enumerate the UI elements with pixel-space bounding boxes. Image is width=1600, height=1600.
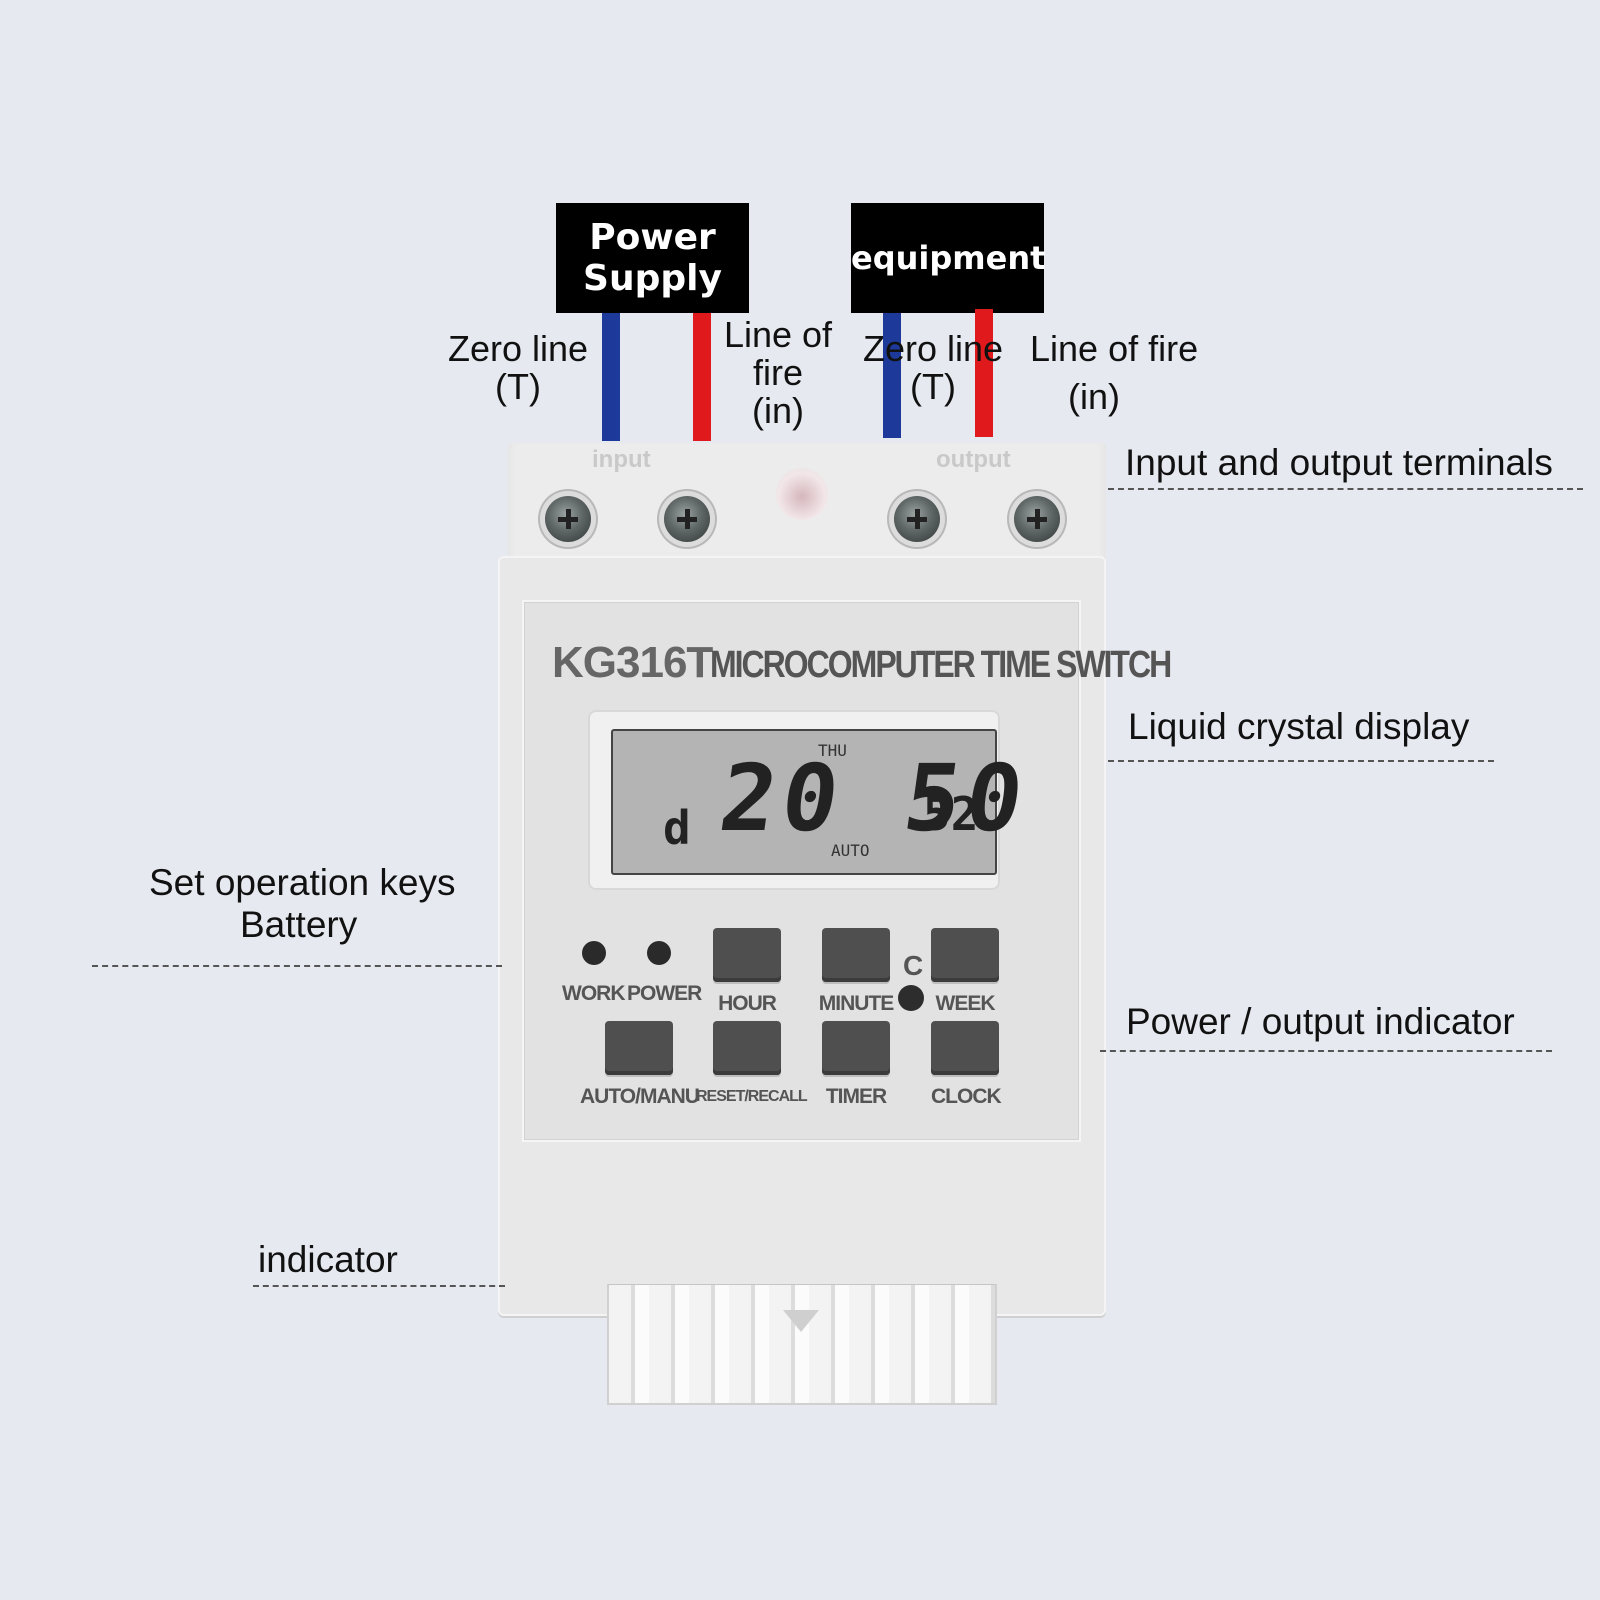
callout-terminals: Input and output terminals (1125, 442, 1553, 483)
input-fire-line-label: Line of fire (in) (723, 314, 833, 431)
auto-manu-key[interactable] (605, 1021, 673, 1075)
minute-key[interactable] (822, 928, 890, 982)
lcd-time: 20 50 (713, 745, 1036, 852)
timer-key-label: TIMER (825, 1085, 887, 1108)
output-zero-wire (883, 313, 901, 438)
auto-manu-key-label: AUTO/MANU (580, 1085, 700, 1108)
work-label: WORK (562, 982, 625, 1005)
clock-key[interactable] (931, 1021, 999, 1075)
callout-keys: Set operation keys (149, 862, 456, 903)
week-key-label: WEEK (935, 992, 996, 1015)
lcd-mode: AUTO (831, 841, 870, 860)
equipment-box: equipment (851, 203, 1046, 313)
output-fire-wire (975, 309, 993, 437)
input-zero-wire (602, 313, 620, 441)
hour-key[interactable] (713, 928, 781, 982)
callout-power-indicator-line (1100, 1050, 1552, 1052)
timer-key[interactable] (822, 1021, 890, 1075)
terminal-output-label: output (936, 446, 1011, 473)
status-led-window (776, 468, 828, 520)
terminal-input-label: input (592, 446, 651, 473)
callout-terminals-line (1108, 488, 1583, 490)
reset-recall-key-label: RESET/RECALL (696, 1088, 808, 1105)
callout-power-indicator: Power / output indicator (1126, 1001, 1515, 1042)
clear-button[interactable] (898, 985, 924, 1011)
callout-battery: Battery (240, 904, 358, 945)
power-label: POWER (627, 982, 702, 1005)
device-title: MICROCOMPUTER TIME SWITCH (710, 642, 1172, 686)
callout-lcd: Liquid crystal display (1128, 706, 1470, 747)
input-zero-line-label: Zero line (T) (447, 328, 589, 407)
clip-arrow-icon (783, 1310, 819, 1332)
power-indicator (647, 941, 671, 965)
terminal-screw-1[interactable] (545, 496, 591, 542)
equipment-label: equipment (851, 238, 1046, 277)
week-key[interactable] (931, 928, 999, 982)
terminal-screw-2[interactable] (664, 496, 710, 542)
model-name: KG316T (552, 638, 713, 687)
hour-key-label: HOUR (718, 992, 777, 1015)
callout-indicator-line (253, 1285, 505, 1287)
callout-keys-line (92, 965, 502, 967)
minute-key-label: MINUTE (818, 992, 895, 1015)
output-fire-line-label: Line of fire (1030, 328, 1199, 369)
callout-indicator: indicator (258, 1239, 398, 1280)
power-supply-box: Power Supply (556, 203, 749, 313)
clear-key-label: C (903, 950, 924, 981)
lcd-screen: THU d 20 50 52 AUTO (611, 729, 1035, 875)
din-rail-clip[interactable] (607, 1284, 997, 1405)
power-supply-label: Power Supply (583, 216, 722, 299)
clock-key-label: CLOCK (931, 1085, 1002, 1108)
terminal-screw-4[interactable] (1014, 496, 1060, 542)
output-zero-line-label: Zero line (T) (862, 328, 1004, 407)
lcd-day: THU (818, 741, 847, 760)
terminal-screw-3[interactable] (894, 496, 940, 542)
output-fire-in-label: (in) (1068, 376, 1120, 417)
reset-recall-key[interactable] (713, 1021, 781, 1075)
input-fire-wire (693, 313, 711, 441)
callout-lcd-line (1108, 760, 1494, 762)
work-indicator (582, 941, 606, 965)
lcd-program: d (663, 801, 691, 855)
lcd-seconds: 52 (923, 787, 979, 841)
